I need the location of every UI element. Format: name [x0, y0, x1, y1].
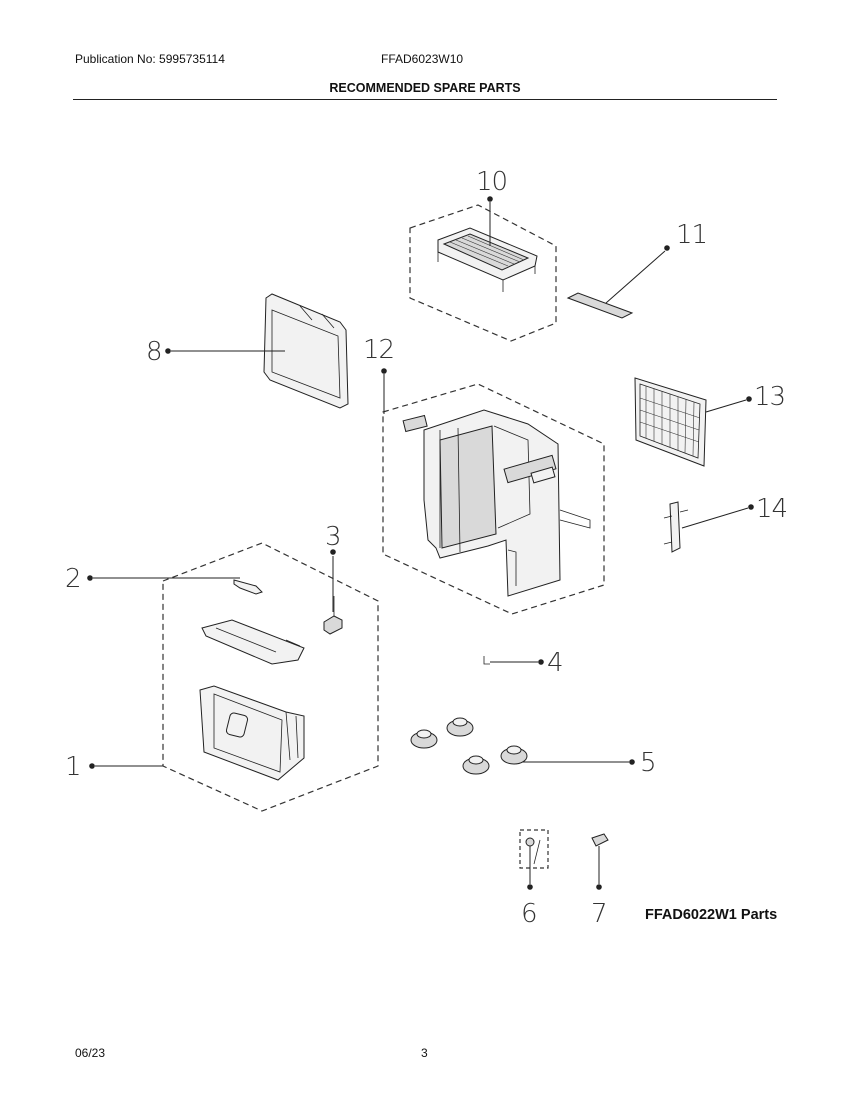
part-4-clip: [483, 656, 544, 665]
footer-date: 06/23: [75, 1046, 106, 1060]
part-3-float-switch: [323, 549, 343, 635]
callout-2: 2: [65, 564, 81, 594]
model-number: FFAD6023W10: [381, 52, 464, 66]
part-11-label-strip: [566, 245, 670, 319]
part-7-pin: [591, 833, 609, 890]
diagram-subtitle: FFAD6022W1 Parts: [645, 907, 778, 923]
page-number: 3: [421, 1046, 428, 1060]
callout-7: 7: [591, 899, 607, 929]
callout-1: 1: [65, 752, 81, 782]
callout-8: 8: [146, 337, 162, 367]
callout-12: 12: [363, 335, 394, 365]
part-2-tray: [201, 619, 305, 665]
part-1-water-bucket: [89, 685, 305, 781]
callout-5: 5: [640, 748, 656, 778]
callout-11: 11: [676, 220, 707, 250]
page-title: RECOMMENDED SPARE PARTS: [329, 81, 521, 95]
part-14-bracket: [663, 501, 754, 553]
callout-14: 14: [756, 494, 787, 524]
header-rule: [73, 99, 777, 100]
publication-number: Publication No: 5995735114: [75, 52, 225, 66]
callout-6: 6: [521, 899, 537, 929]
part-8-front-panel: [165, 293, 349, 409]
part-2-handle: [87, 575, 263, 595]
part-6-sensor: [519, 829, 549, 890]
part-12-cabinet: [381, 368, 605, 615]
callout-4: 4: [547, 648, 563, 678]
callout-3: 3: [325, 522, 341, 552]
callout-13: 13: [754, 382, 785, 412]
part-10-control-panel: [409, 196, 557, 342]
part-5-casters: [410, 717, 635, 775]
part-13-filter: [634, 377, 752, 467]
callout-10: 10: [476, 167, 507, 197]
